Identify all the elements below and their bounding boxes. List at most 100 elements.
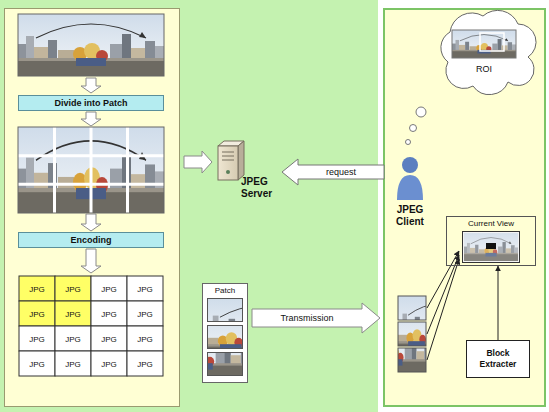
patch-grid-image bbox=[18, 127, 164, 213]
jpg-table bbox=[19, 276, 163, 376]
process-box: Divide into Patch bbox=[18, 95, 164, 111]
thought-bubble bbox=[410, 125, 417, 132]
flow-arrow bbox=[252, 303, 380, 333]
thought-cloud bbox=[480, 33, 504, 51]
table-cell: JPG bbox=[64, 334, 82, 343]
background bbox=[5, 9, 180, 407]
server-node bbox=[218, 146, 238, 180]
patch-box bbox=[207, 328, 243, 378]
process-box: Block Extracter bbox=[466, 340, 530, 378]
jpg-table bbox=[127, 351, 163, 376]
jpg-table bbox=[19, 351, 55, 376]
table-cell: JPG bbox=[28, 309, 46, 318]
table-cell: JPG bbox=[136, 309, 154, 318]
request-arrow bbox=[282, 159, 384, 185]
jpg-table bbox=[19, 301, 55, 326]
thought-cloud bbox=[452, 30, 516, 58]
jpg-table bbox=[91, 326, 127, 351]
table-cell: JPG bbox=[28, 284, 46, 293]
thought-cloud: ROI bbox=[428, 2, 540, 102]
block-pointer bbox=[427, 255, 459, 334]
received-patches bbox=[398, 296, 426, 320]
server-node: JPEG Server bbox=[214, 138, 280, 202]
flow-arrow bbox=[81, 78, 101, 93]
jpg-table bbox=[19, 326, 55, 351]
patch-box bbox=[208, 326, 243, 349]
flow-arrow bbox=[81, 78, 380, 333]
jpg-table bbox=[127, 276, 163, 301]
panorama-image bbox=[18, 14, 164, 76]
jpg-table bbox=[91, 351, 127, 376]
jpg-table bbox=[55, 301, 91, 326]
client-node: JPEG Client bbox=[386, 156, 434, 240]
client-node bbox=[402, 157, 418, 173]
client-node bbox=[397, 175, 423, 200]
thought-bubble bbox=[416, 107, 426, 117]
received-patches bbox=[398, 348, 426, 372]
server-node bbox=[226, 170, 230, 174]
thought-bubble bbox=[406, 140, 411, 145]
node-text: Divide into Patch bbox=[54, 98, 127, 109]
table-cell: JPG bbox=[136, 359, 154, 368]
block-pointer bbox=[427, 251, 459, 308]
table-cell: JPG bbox=[28, 334, 46, 343]
flow-arrow bbox=[81, 249, 101, 273]
node-text: Encoding bbox=[71, 235, 112, 246]
table-cell: JPG bbox=[64, 284, 82, 293]
table-cell: JPG bbox=[100, 359, 118, 368]
process-box: Encoding bbox=[18, 232, 164, 248]
table-cell: JPG bbox=[28, 359, 46, 368]
table-cell: JPG bbox=[136, 334, 154, 343]
pointer-line bbox=[498, 266, 499, 340]
background bbox=[384, 9, 545, 406]
jpg-table bbox=[55, 351, 91, 376]
server-node bbox=[214, 138, 248, 182]
jpg-table bbox=[91, 301, 127, 326]
received-patches bbox=[398, 322, 426, 346]
jpg-table bbox=[55, 326, 91, 351]
flow-arrow bbox=[81, 112, 101, 126]
node-text: Patch bbox=[203, 286, 247, 296]
view-box bbox=[464, 233, 518, 261]
jpg-table bbox=[91, 276, 127, 301]
panorama-image bbox=[18, 14, 164, 76]
view-box bbox=[462, 231, 520, 263]
table-cell: JPG bbox=[100, 284, 118, 293]
block-pointer bbox=[427, 251, 459, 360]
patch-box bbox=[207, 309, 243, 359]
patch-box bbox=[208, 353, 243, 376]
node-text: Block Extracter bbox=[473, 348, 523, 370]
view-box bbox=[463, 232, 520, 263]
patch-box bbox=[208, 299, 243, 322]
node-text: JPEG Server bbox=[241, 176, 280, 200]
received-patches bbox=[353, 324, 435, 374]
table-cell: JPG bbox=[64, 359, 82, 368]
table-cell: JPG bbox=[100, 334, 118, 343]
table-cell: JPG bbox=[100, 309, 118, 318]
view-box bbox=[486, 243, 496, 249]
view-box: Current View bbox=[446, 216, 536, 266]
server-node bbox=[222, 152, 234, 160]
block-pointer bbox=[427, 259, 459, 360]
arrow-label: Transmission bbox=[279, 313, 334, 323]
jpg-table bbox=[19, 276, 55, 301]
patch-grid-image bbox=[18, 127, 164, 213]
jpg-table bbox=[127, 326, 163, 351]
patch-grid-image bbox=[18, 127, 164, 213]
server-node bbox=[238, 141, 244, 180]
edge-label: request bbox=[325, 167, 357, 177]
table-cell: JPG bbox=[64, 309, 82, 318]
patch-grid-image bbox=[18, 127, 164, 213]
jpg-table bbox=[127, 301, 163, 326]
received-patches bbox=[353, 296, 480, 374]
node-text: Current View bbox=[447, 219, 535, 229]
thought-cloud bbox=[452, 30, 516, 58]
client-node bbox=[395, 156, 425, 202]
thought-cloud bbox=[441, 10, 536, 94]
thought-bubble bbox=[406, 107, 427, 145]
patch-box bbox=[207, 298, 243, 378]
thought-cloud bbox=[428, 2, 540, 102]
patch-box: Patch bbox=[202, 283, 248, 383]
